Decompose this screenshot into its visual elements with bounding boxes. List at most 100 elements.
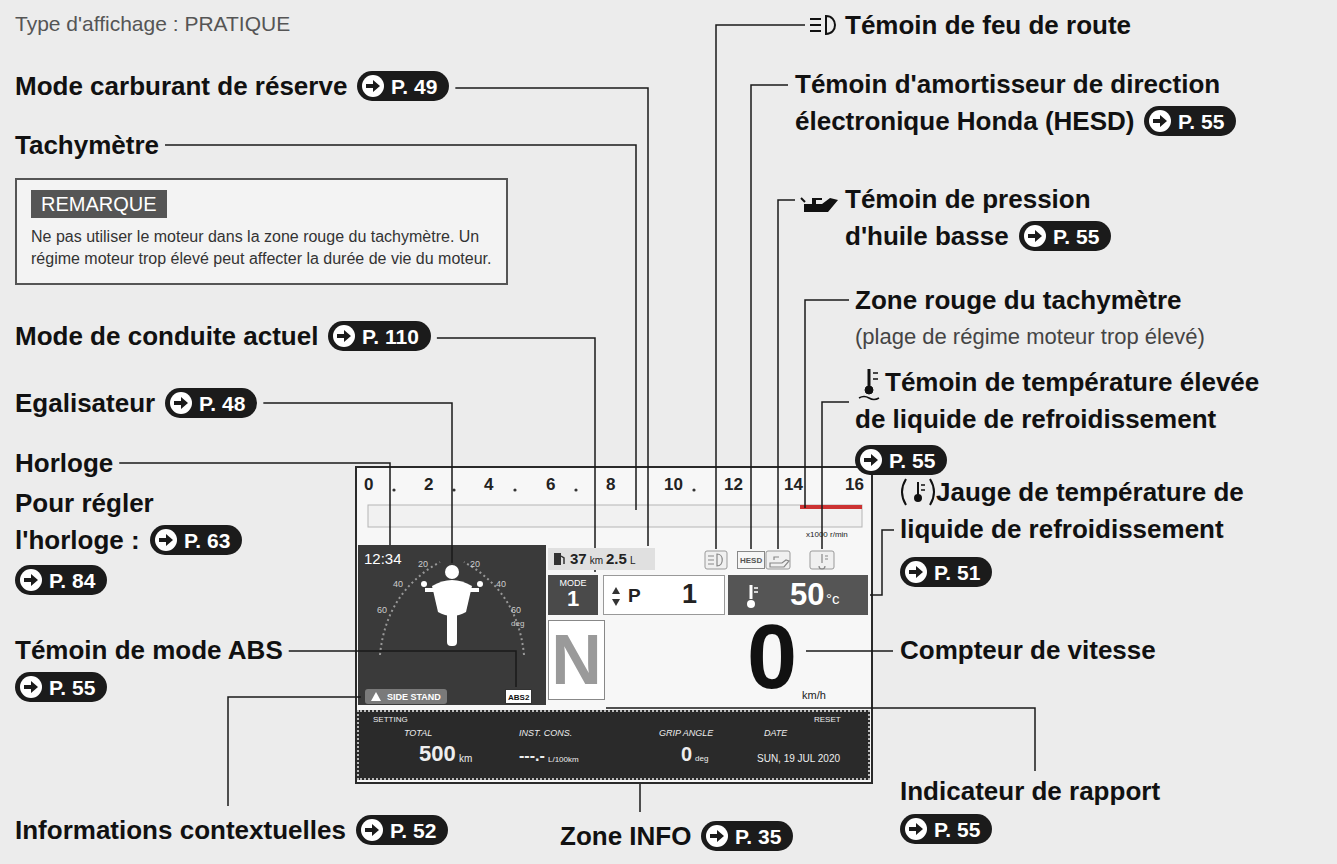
page-reference: P. 55: [855, 445, 947, 475]
side-stand-badge: SIDE STAND: [365, 689, 447, 704]
callout-label: Compteur de vitesse: [900, 632, 1156, 669]
page-reference: P. 52: [356, 815, 448, 845]
note-box: REMARQUENe pas utiliser le moteur dans l…: [15, 178, 508, 285]
icon-shape: [366, 80, 380, 92]
lean-angle-number: 60: [511, 606, 521, 615]
leader-line: [716, 25, 805, 549]
icon-shape: [174, 397, 188, 409]
callout-label: Témoin de température élevée de liquide …: [855, 364, 1275, 438]
callout-note: (plage de régime moteur trop élevé): [855, 322, 1205, 352]
node-icon: [360, 818, 384, 842]
tach-number: 8: [606, 476, 615, 493]
node-icon: [859, 448, 883, 472]
callout-label: Zone rouge du tachymètre: [855, 282, 1182, 319]
node-text: Ne pas utiliser le moteur dans la zone r…: [31, 226, 492, 271]
node-text: N: [549, 625, 604, 695]
tach-dot-part: [452, 488, 455, 491]
node-text: GRIP ANGLE: [659, 729, 713, 738]
coolant-temp-symbol-part: [865, 386, 873, 394]
tach-dot: [392, 488, 695, 491]
lean-angle-arc: [380, 562, 524, 655]
node-icon: [552, 552, 566, 566]
node-icon: [370, 691, 382, 702]
hesd-lamp: HESD: [737, 551, 765, 569]
speed-unit: km/h: [802, 690, 826, 701]
node-text: km: [459, 754, 472, 764]
leader-line: [455, 88, 648, 546]
coolant-temp-symbol: [859, 369, 879, 400]
node-text: DATE: [764, 729, 787, 738]
node-icon: [1023, 224, 1047, 248]
callout-label: Horloge: [15, 445, 113, 482]
node-text: 50: [790, 579, 824, 610]
leader-line: [806, 650, 893, 652]
tach-dot-part: [392, 488, 395, 491]
node-text: TOTAL: [404, 729, 432, 738]
warning-lamp-box-part: [766, 551, 790, 569]
warning-lamp-box-part: [810, 551, 834, 569]
motorcycle-icon-part: [445, 565, 459, 579]
tach-number: 16: [845, 476, 864, 493]
high-beam-symbol: [810, 16, 835, 34]
callout-label: Mode de conduite actuel: [15, 318, 318, 355]
page-reference: P. 110: [328, 321, 431, 351]
page-reference: P. 55: [1019, 221, 1111, 251]
icon-shape: [361, 819, 383, 841]
coolant-gauge-symbol-part: [930, 479, 934, 505]
page-number: P. 55: [889, 450, 935, 471]
lean-angle-number: 40: [393, 580, 403, 589]
coolant-gauge-symbol-part: [917, 482, 919, 496]
page-reference: P. 84: [15, 565, 107, 595]
icon-shape: [1153, 115, 1167, 127]
page-number: P. 49: [391, 76, 437, 97]
node-text: km: [590, 556, 603, 566]
page-number: P. 55: [1178, 111, 1224, 132]
node-text: deg: [695, 755, 708, 763]
icon-shape: [1024, 225, 1046, 247]
warning-lamp-box: [705, 551, 834, 569]
coolant-temp-symbol-part: [873, 373, 878, 379]
node-text: 500: [419, 743, 456, 765]
callout-label: Egalisateur: [15, 385, 155, 422]
node-icon: [705, 824, 729, 848]
icon-shape: [905, 561, 927, 583]
callout-label: Mode carburant de réserve: [15, 68, 347, 105]
leader-line: [778, 200, 795, 549]
page-reference: P. 63: [150, 525, 242, 555]
page-reference: P. 48: [165, 388, 257, 418]
high-beam-symbol-part: [810, 19, 821, 31]
icon-shape: [20, 569, 42, 591]
node-text: SIDE STAND: [387, 692, 441, 702]
icon-shape: [1149, 110, 1171, 132]
warning-lamp-symbol-part: [708, 554, 722, 566]
callout-label: Informations contextuelles: [15, 812, 346, 849]
motorcycle-icon-part: [477, 581, 483, 587]
coolant-gauge-symbol: [902, 479, 934, 505]
callout-label: Jauge de température de liquide de refro…: [900, 474, 1320, 548]
node-text: 1: [682, 581, 697, 608]
riding-mode-box: MODE1: [548, 575, 598, 615]
dashboard-screen: [356, 467, 872, 783]
page-number: P. 52: [390, 820, 436, 841]
node-icon: [361, 74, 385, 98]
icon-shape: [747, 600, 755, 608]
icon-shape: [909, 566, 923, 578]
node-text: 1: [548, 588, 598, 610]
icon-shape: [170, 392, 192, 414]
icon-shape: [554, 553, 561, 565]
leader-line: [805, 300, 849, 508]
icon-shape: [362, 75, 384, 97]
icon-shape: [905, 818, 927, 840]
callout-label: Tachymètre: [15, 127, 159, 164]
node-text: MODE: [548, 579, 598, 588]
lean-angle-number: 20: [470, 560, 480, 569]
icon-shape: [365, 824, 379, 836]
motorcycle-icon-part: [421, 581, 427, 587]
abs-mode-badge: ABS2: [505, 689, 532, 704]
leader-line: [822, 402, 849, 549]
dashboard-screen-part: [358, 545, 546, 705]
page-number: P. 55: [49, 677, 95, 698]
icon-shape: [710, 830, 724, 842]
oil-pressure-symbol: [801, 198, 838, 212]
dashboard-screen-part: [800, 505, 862, 509]
